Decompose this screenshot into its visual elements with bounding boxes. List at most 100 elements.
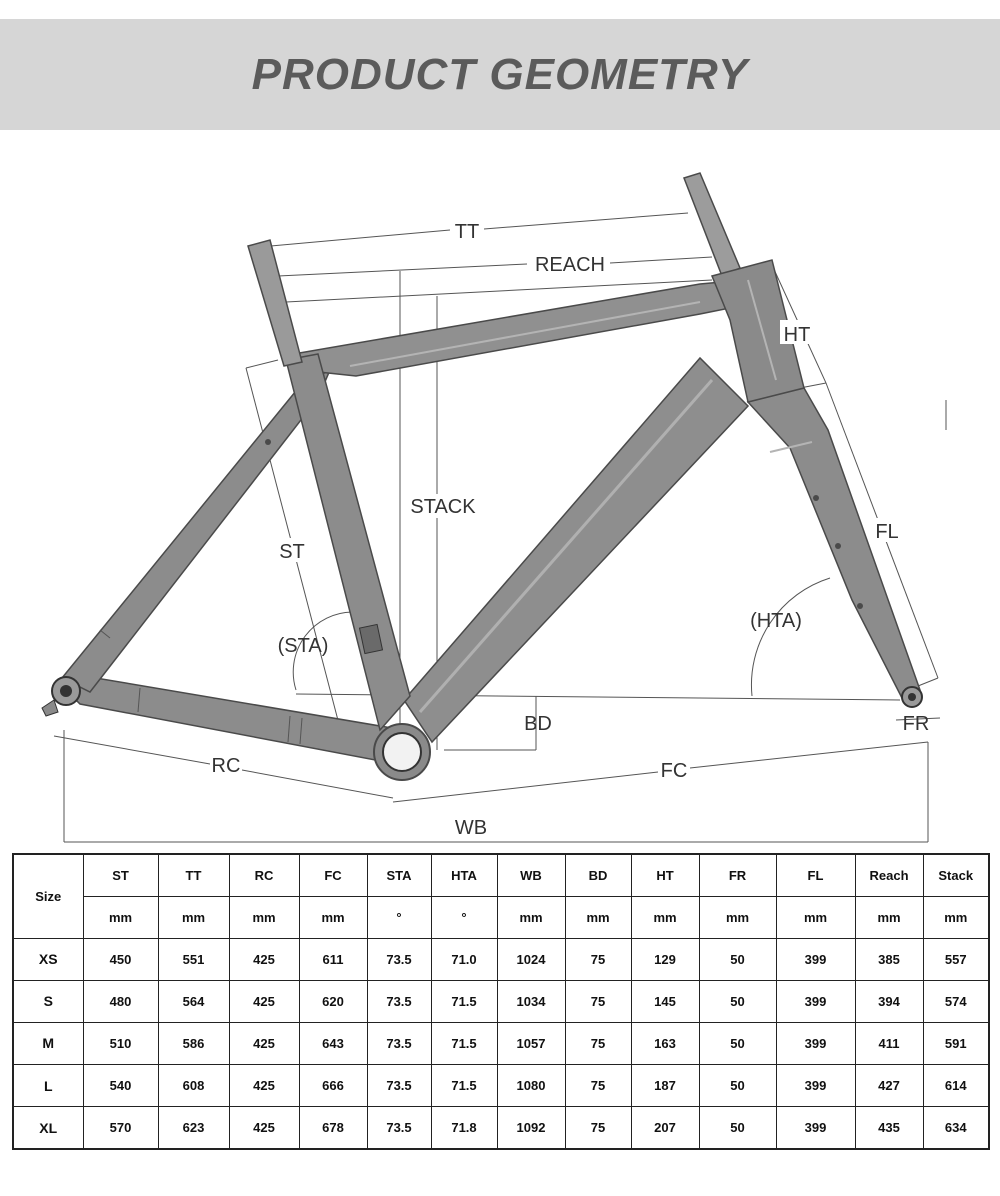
dimension-labels: TT REACH HT STACK ST FL (STA) (HTA) BD F…: [210, 218, 929, 839]
value-cell: 427: [854, 1064, 924, 1108]
value-cell: 678: [298, 1106, 368, 1150]
size-cell: M: [12, 1021, 84, 1066]
size-cell: S: [12, 979, 84, 1023]
col-header: STA: [366, 853, 432, 897]
label-fc: FC: [661, 760, 688, 782]
frame-geometry-diagram: TT REACH HT STACK ST FL (STA) (HTA) BD F…: [0, 130, 1000, 850]
value-cell: 399: [775, 979, 856, 1023]
value-cell: 75: [564, 1106, 632, 1150]
top-tube: [280, 279, 746, 377]
label-fr: FR: [903, 713, 930, 735]
table-row: L 540 608 425 666 73.5 71.5 1080 75 187 …: [12, 1064, 990, 1108]
unit-cell: °: [430, 895, 498, 939]
value-cell: 643: [298, 1021, 368, 1066]
value-cell: 145: [630, 979, 700, 1023]
chain-stay: [64, 677, 393, 763]
value-cell: 71.0: [430, 937, 498, 981]
value-cell: 71.5: [430, 979, 498, 1023]
size-cell: XL: [12, 1106, 84, 1150]
table-row: S 480 564 425 620 73.5 71.5 1034 75 145 …: [12, 979, 990, 1023]
header-row: Size ST TT RC FC STA HTA WB BD HT FR FL …: [12, 853, 990, 939]
value-cell: 480: [82, 979, 159, 1023]
value-cell: 385: [854, 937, 924, 981]
value-cell: 399: [775, 937, 856, 981]
value-cell: 207: [630, 1106, 700, 1150]
head-tube: [710, 259, 805, 403]
value-cell: 564: [157, 979, 230, 1023]
col-header: WB: [496, 853, 566, 897]
value-cell: 394: [854, 979, 924, 1023]
col-header: FL: [775, 853, 856, 897]
value-cell: 50: [698, 1021, 777, 1066]
value-cell: 425: [228, 979, 300, 1023]
value-cell: 71.5: [430, 1064, 498, 1108]
value-cell: 570: [82, 1106, 159, 1150]
value-cell: 399: [775, 1021, 856, 1066]
col-header: HT: [630, 853, 700, 897]
geometry-table: Size ST TT RC FC STA HTA WB BD HT FR FL …: [12, 853, 990, 1150]
size-cell: XS: [12, 937, 84, 981]
col-header: ST: [82, 853, 159, 897]
value-cell: 425: [228, 937, 300, 981]
value-cell: 129: [630, 937, 700, 981]
page-title: PRODUCT GEOMETRY: [251, 49, 749, 99]
value-cell: 450: [82, 937, 159, 981]
front-fork: [746, 387, 923, 708]
seat-tube: [285, 353, 411, 732]
label-hta: (HTA): [750, 610, 802, 632]
unit-cell: mm: [775, 895, 856, 939]
unit-cell: °: [366, 895, 432, 939]
label-tt: TT: [455, 221, 479, 243]
unit-cell: mm: [922, 895, 990, 939]
frame-svg: TT REACH HT STACK ST FL (STA) (HTA) BD F…: [41, 172, 947, 843]
value-cell: 1080: [496, 1064, 566, 1108]
value-cell: 614: [922, 1064, 990, 1108]
col-header: Reach: [854, 853, 924, 897]
value-cell: 574: [922, 979, 990, 1023]
steerer-tube: [683, 172, 741, 278]
table-row: XL 570 623 425 678 73.5 71.8 1092 75 207…: [12, 1106, 990, 1150]
value-cell: 425: [228, 1021, 300, 1066]
label-reach: REACH: [535, 254, 605, 276]
value-cell: 399: [775, 1106, 856, 1150]
title-banner: PRODUCT GEOMETRY: [0, 19, 1000, 130]
value-cell: 50: [698, 937, 777, 981]
col-header: Stack: [922, 853, 990, 897]
unit-cell: mm: [496, 895, 566, 939]
value-cell: 586: [157, 1021, 230, 1066]
units-row: mm mm mm mm ° ° mm mm mm mm mm mm mm: [13, 895, 990, 939]
value-cell: 73.5: [366, 1021, 432, 1066]
size-cell: L: [12, 1064, 84, 1108]
value-cell: 71.5: [430, 1021, 498, 1066]
value-cell: 620: [298, 979, 368, 1023]
value-cell: 551: [157, 937, 230, 981]
col-header: FC: [298, 853, 368, 897]
value-cell: 425: [228, 1106, 300, 1150]
value-cell: 435: [854, 1106, 924, 1150]
col-header: TT: [157, 853, 230, 897]
bottom-bracket: [373, 723, 431, 781]
value-cell: 634: [922, 1106, 990, 1150]
col-header: HTA: [430, 853, 498, 897]
label-st: ST: [279, 541, 305, 563]
seat-post: [247, 239, 303, 367]
value-cell: 73.5: [366, 937, 432, 981]
value-cell: 608: [157, 1064, 230, 1108]
value-cell: 71.8: [430, 1106, 498, 1150]
unit-cell: mm: [298, 895, 368, 939]
value-cell: 75: [564, 979, 632, 1023]
label-rc: RC: [212, 755, 241, 777]
value-cell: 411: [854, 1021, 924, 1066]
value-cell: 1024: [496, 937, 566, 981]
label-fl: FL: [875, 521, 898, 543]
value-cell: 540: [82, 1064, 159, 1108]
label-wb: WB: [455, 817, 487, 839]
value-cell: 666: [298, 1064, 368, 1108]
label-ht: HT: [784, 324, 811, 346]
unit-cell: mm: [82, 895, 159, 939]
unit-cell: mm: [630, 895, 700, 939]
value-cell: 75: [564, 937, 632, 981]
label-bd: BD: [524, 713, 552, 735]
table-row: M 510 586 425 643 73.5 71.5 1057 75 163 …: [12, 1021, 990, 1066]
size-header: Size: [12, 853, 84, 939]
